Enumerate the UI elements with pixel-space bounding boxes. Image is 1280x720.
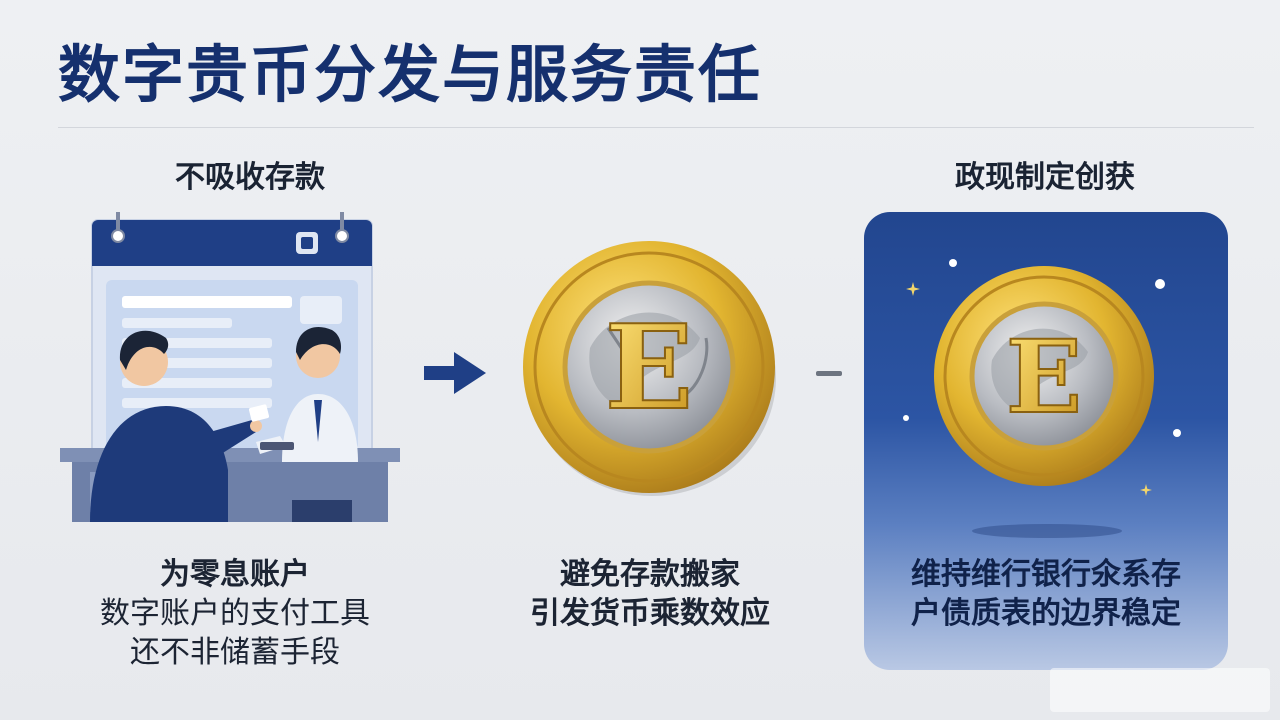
page-title: 数字贵币分发与服务责任 xyxy=(58,38,763,111)
center-caption: 避免存款搬家 引发货币乘数效应 xyxy=(500,555,800,633)
coin-shadow xyxy=(972,524,1122,538)
right-column-label: 政现制定创获 xyxy=(955,160,1135,195)
dot-icon xyxy=(903,415,909,421)
left-caption: 为零息账户 数字账户的支付工具 还不非储蓄手段 xyxy=(60,555,410,672)
left-caption-line-1: 为零息账户 xyxy=(160,557,310,592)
right-caption: 维持维行银行氽系存 户债质表的边界稳定 xyxy=(864,555,1228,633)
watermark-overlay xyxy=(1050,668,1270,712)
sparkle-icon xyxy=(1140,484,1152,496)
right-caption-line-1: 维持维行银行氽系存 xyxy=(911,557,1181,592)
dot-icon xyxy=(1155,279,1165,289)
bank-counter-illustration xyxy=(60,212,400,522)
center-caption-line-2: 引发货币乘数效应 xyxy=(530,596,770,631)
center-caption-line-1: 避免存款搬家 xyxy=(560,557,740,592)
dash-icon xyxy=(816,371,842,376)
arrow-right-icon xyxy=(424,352,486,394)
sparkle-icon xyxy=(906,282,920,296)
left-column-label: 不吸收存款 xyxy=(175,160,325,195)
dot-icon xyxy=(949,259,957,267)
highlight-panel: E xyxy=(864,212,1228,670)
left-caption-line-2: 数字账户的支付工具 xyxy=(100,596,370,631)
title-divider xyxy=(58,127,1254,128)
dot-icon xyxy=(1173,429,1181,437)
coin-letter: E xyxy=(605,300,693,436)
coin-icon: E xyxy=(523,241,776,496)
coin-icon: E xyxy=(934,266,1154,486)
right-caption-line-2: 户债质表的边界稳定 xyxy=(911,596,1181,631)
left-caption-line-3: 还不非储蓄手段 xyxy=(130,635,340,670)
coin-letter: E xyxy=(1006,318,1082,436)
